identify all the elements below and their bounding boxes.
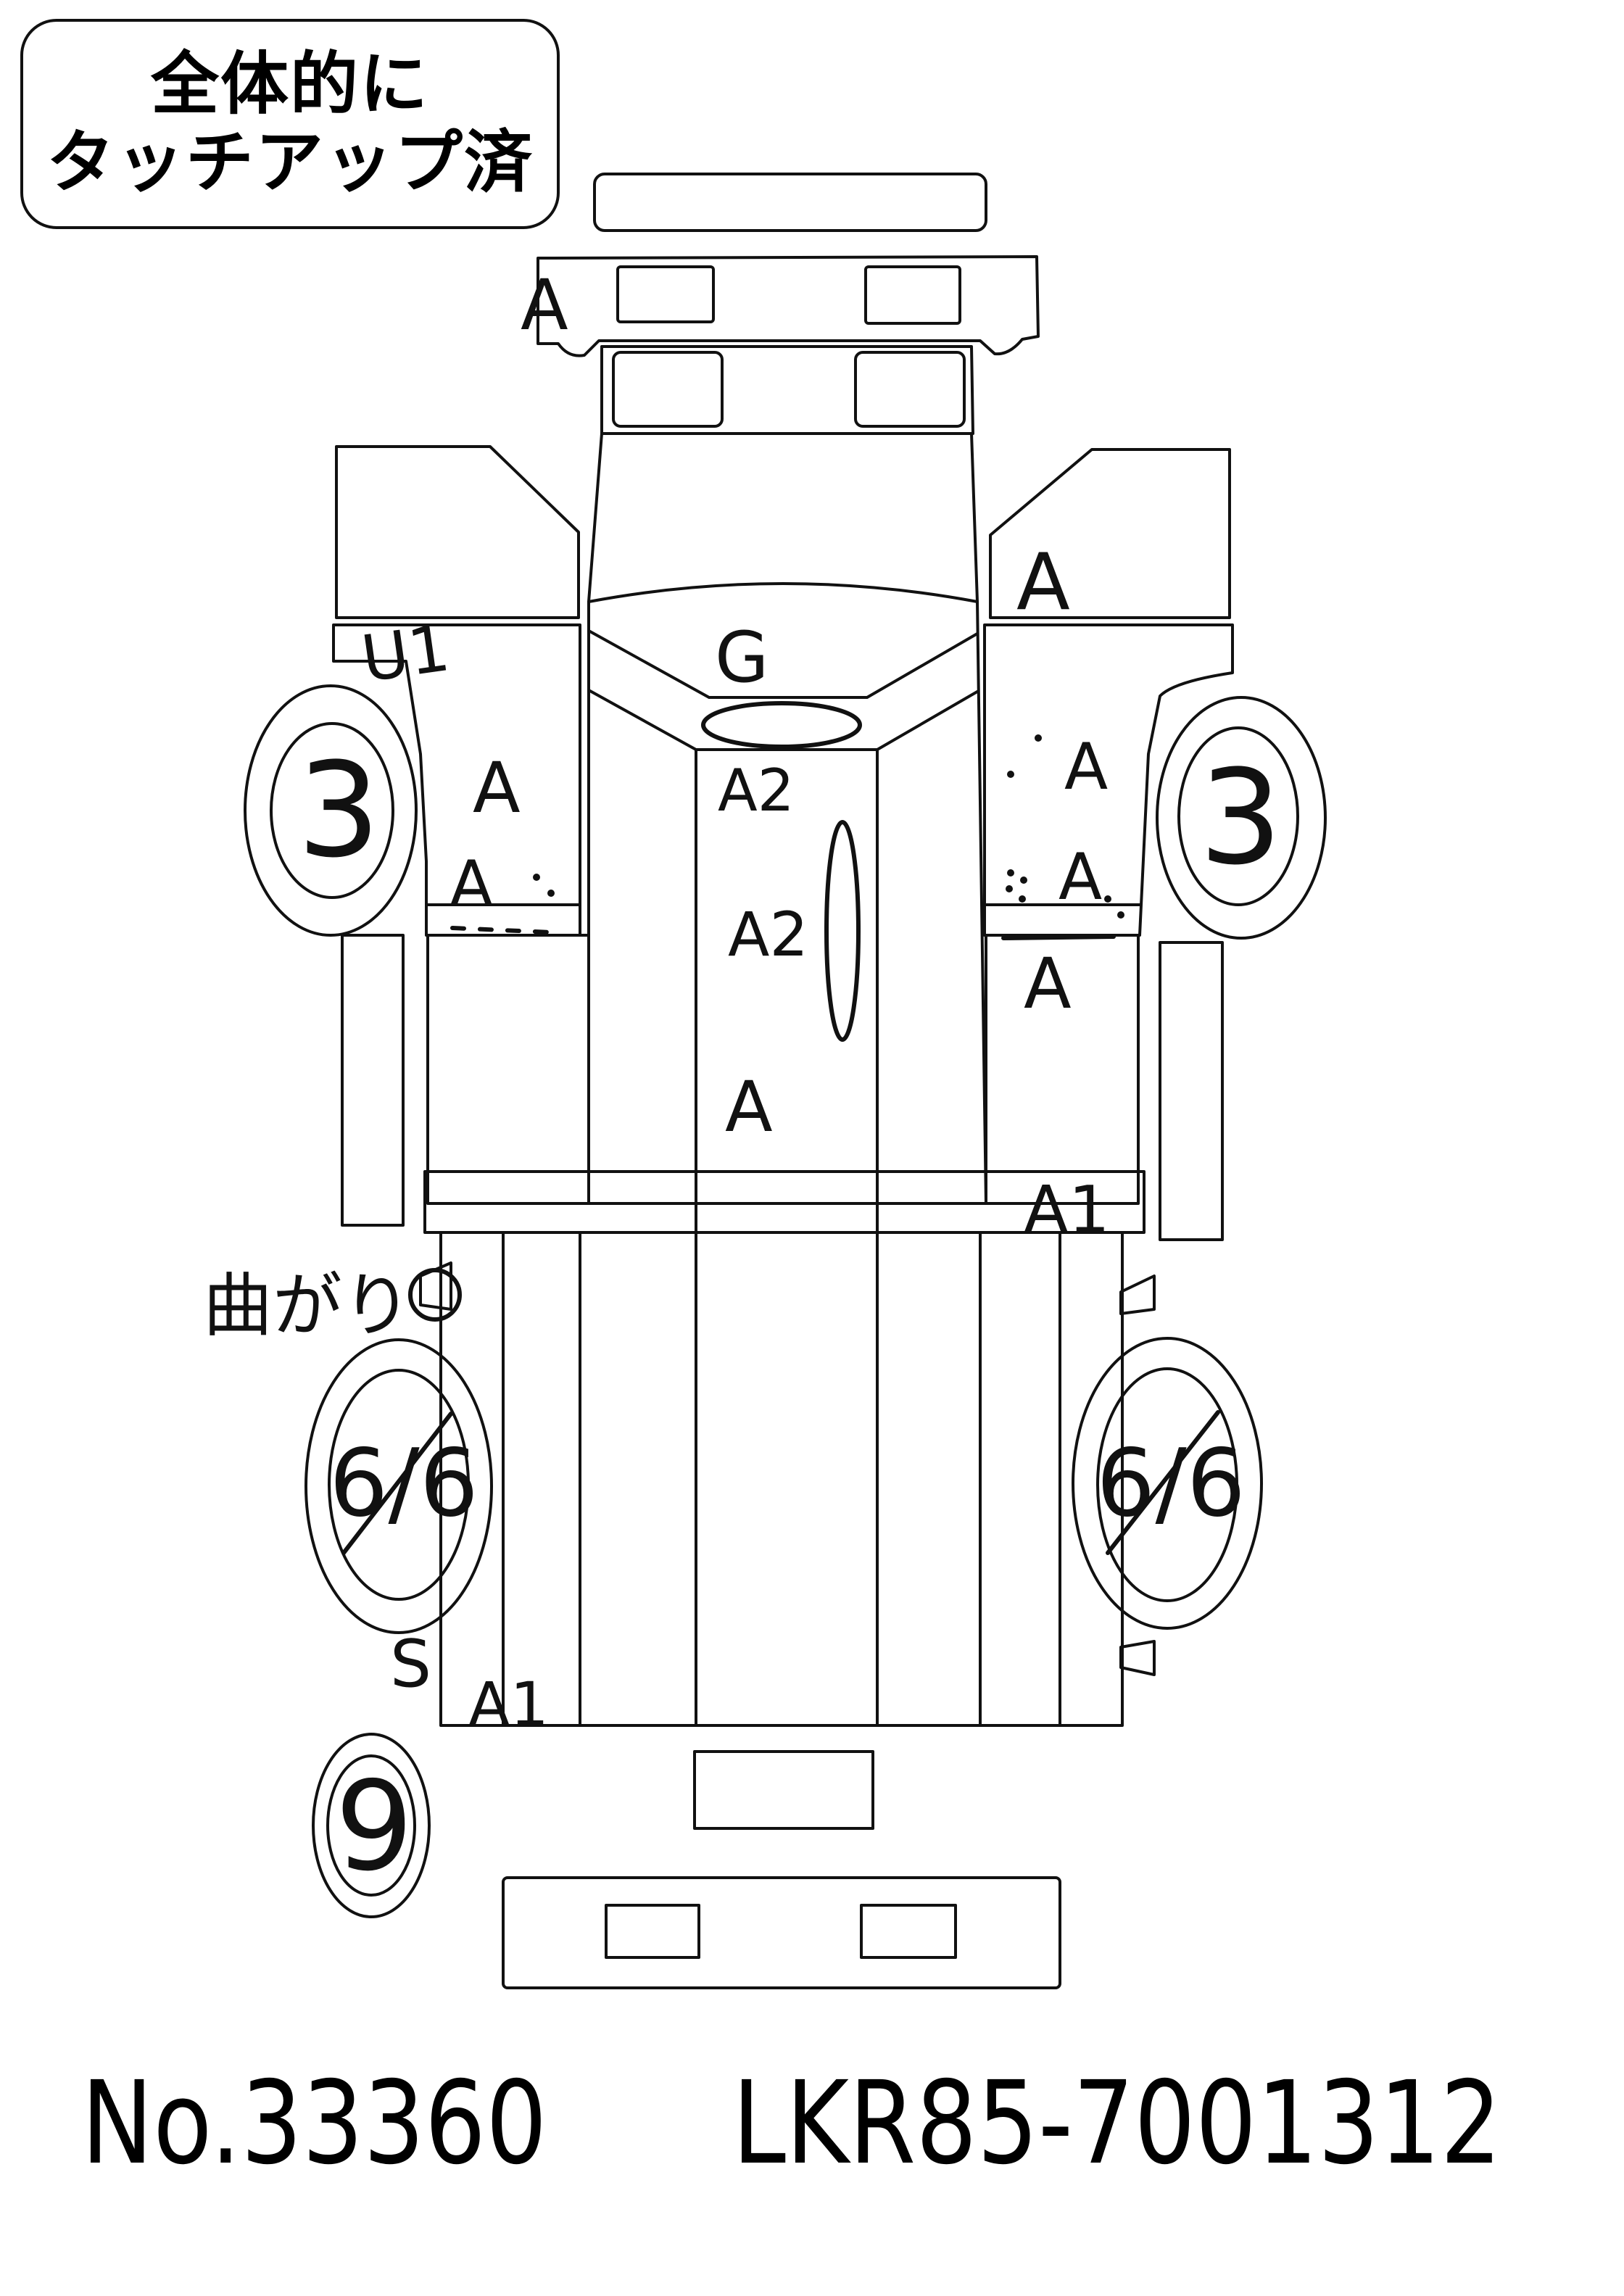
left-mirror bbox=[335, 445, 580, 619]
bed-damage-circle bbox=[824, 820, 861, 1042]
roof-line bbox=[587, 582, 979, 603]
dot-mark bbox=[533, 874, 540, 881]
dot-mark bbox=[1020, 876, 1027, 884]
rear-left-tire bbox=[304, 1338, 493, 1634]
mark-left-door: A bbox=[473, 747, 521, 829]
cab-front-panel bbox=[536, 255, 1040, 357]
mark-right-middle: A bbox=[1058, 840, 1102, 914]
rear-left-tire-inner bbox=[328, 1369, 470, 1601]
front-bumper bbox=[593, 173, 987, 232]
mark-front-bumper: A bbox=[521, 265, 568, 346]
right-rear-flap bbox=[1119, 1640, 1156, 1676]
left-door bbox=[332, 623, 581, 937]
mark-right-mirror: A bbox=[1016, 537, 1070, 628]
dot-mark bbox=[1006, 885, 1013, 892]
left-front-window bbox=[612, 351, 724, 428]
dot-mark bbox=[1007, 771, 1014, 778]
rear-right-tire-slash bbox=[1106, 1410, 1220, 1555]
windshield bbox=[600, 345, 974, 435]
model-code: LKR85-7001312 bbox=[732, 2057, 1502, 2190]
right-mirror bbox=[989, 448, 1231, 619]
mark-right-top: A bbox=[1064, 729, 1108, 804]
dot-mark bbox=[547, 890, 555, 897]
front-right-tire-inner bbox=[1177, 726, 1299, 906]
mark-bed-upper: A2 bbox=[728, 899, 808, 970]
mark-left-body-lower: A bbox=[450, 847, 493, 921]
rear-left-tire-value: 6/6 bbox=[329, 1430, 478, 1538]
front-left-tire-value: 3 bbox=[297, 735, 381, 887]
footer: No.33360 LKR85-7001312 bbox=[0, 2066, 1624, 2211]
roof-damage-circle bbox=[701, 701, 862, 749]
right-headlight bbox=[864, 265, 961, 325]
left-side-panel bbox=[426, 934, 590, 1205]
front-right-tire bbox=[1156, 696, 1327, 940]
left-dash-mark bbox=[450, 926, 553, 934]
dot-mark bbox=[1035, 734, 1042, 742]
vehicle-number: No.33360 bbox=[81, 2057, 547, 2190]
mark-roof-code: G bbox=[715, 617, 768, 698]
cab-body bbox=[587, 432, 987, 1205]
rear-lamp-left bbox=[605, 1904, 700, 1959]
back-wall bbox=[587, 689, 979, 751]
stamp-line-1: 全体的に bbox=[150, 45, 429, 125]
cab-roof-outline bbox=[587, 629, 979, 699]
left-step bbox=[341, 934, 405, 1227]
mark-rear-s: S bbox=[390, 1626, 431, 1702]
mark-right-lower: A bbox=[1024, 943, 1072, 1024]
right-underline-mark bbox=[1001, 934, 1116, 940]
right-step bbox=[1159, 941, 1224, 1241]
mark-bed-lower: A bbox=[725, 1066, 773, 1148]
front-left-tire bbox=[244, 684, 418, 937]
right-fender-flap bbox=[1119, 1275, 1156, 1315]
rear-bumper bbox=[502, 1876, 1061, 1989]
spare-tire bbox=[312, 1733, 431, 1918]
front-left-tire-inner bbox=[270, 722, 394, 899]
right-front-window bbox=[854, 351, 966, 428]
spare-tire-value: 9 bbox=[335, 1755, 413, 1899]
rear-lamp-right bbox=[860, 1904, 957, 1959]
rear-left-tire-slash bbox=[341, 1412, 453, 1555]
rear-right-tire-value: 6/6 bbox=[1096, 1430, 1246, 1538]
mark-left-front-corner: U1 bbox=[357, 610, 455, 697]
dot-mark bbox=[1104, 895, 1111, 903]
left-headlight bbox=[616, 265, 715, 323]
rear-right-tire-inner bbox=[1096, 1367, 1238, 1602]
dot-mark bbox=[1117, 911, 1124, 919]
mark-right-rear-corner: A1 bbox=[1024, 1172, 1110, 1248]
spare-tire-inner bbox=[326, 1754, 416, 1897]
front-right-tire-value: 3 bbox=[1199, 742, 1283, 894]
rear-right-tire bbox=[1072, 1337, 1263, 1630]
bend-circle bbox=[408, 1268, 462, 1322]
mark-left-rear-corner: A1 bbox=[468, 1669, 549, 1740]
truck-diagram: A A U1 G A2 A A A A A A2 A A1 A1 S 曲がり 3… bbox=[203, 173, 1327, 1989]
stamp-line-2: タッチアップ済 bbox=[46, 123, 534, 202]
mark-roof: A2 bbox=[718, 757, 795, 824]
bend-note: 曲がり bbox=[203, 1265, 412, 1346]
left-fender-flap bbox=[419, 1261, 452, 1311]
dot-mark bbox=[1019, 895, 1026, 903]
tail-gate bbox=[693, 1750, 874, 1830]
touch-up-stamp: 全体的に タッチアップ済 bbox=[20, 19, 560, 229]
truck-bed bbox=[439, 1231, 1124, 1727]
right-door bbox=[983, 623, 1234, 937]
dot-mark bbox=[1007, 869, 1014, 876]
